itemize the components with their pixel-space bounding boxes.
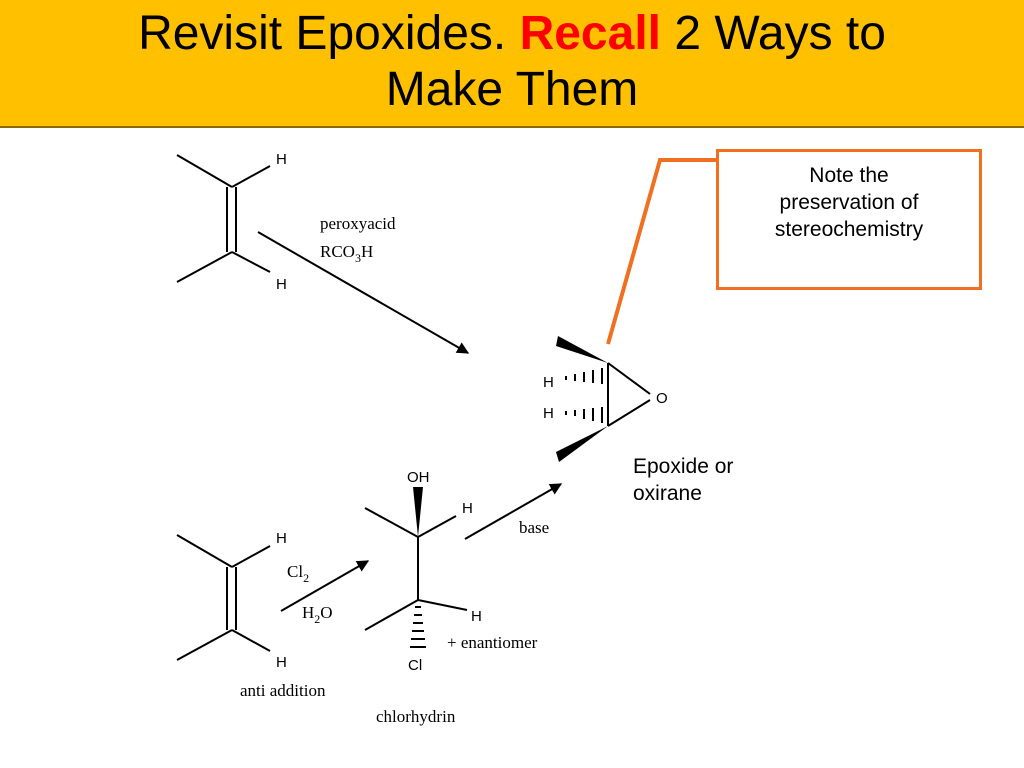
note-line3: stereochemistry [774, 218, 924, 241]
wedge-bond-bottom [556, 426, 608, 462]
alkene-top-h-bottom: H [276, 276, 287, 293]
arrow-cl2-h2o [280, 560, 370, 612]
epoxide-oxygen: O [656, 390, 668, 407]
note-line2: preservation of [779, 191, 919, 214]
chlorohydrin-oh: OH [407, 469, 430, 486]
chlorohydrin-h-top: H [462, 500, 473, 517]
reagent-base: base [519, 518, 549, 537]
epoxide-h-top: H [543, 374, 554, 391]
epoxide-label-line2: oxirane [633, 482, 702, 505]
chlorohydrin-structure [364, 487, 468, 648]
chlorohydrin-h-bottom: H [471, 608, 482, 625]
alkene-bottom-h-bottom: H [276, 654, 287, 671]
reagent-h2o: H2O [302, 603, 333, 626]
reagent-rco3h: RCO3H [320, 242, 373, 265]
note-callout-box: Note the preservation of stereochemistry [716, 149, 982, 290]
chlorohydrin-cl: Cl [408, 657, 422, 674]
label-enantiomer: + enantiomer [447, 633, 538, 652]
slide-title: Revisit Epoxides. Recall 2 Ways to Make … [0, 6, 1024, 118]
epoxide-label-line1: Epoxide or [633, 455, 734, 478]
caption-anti-addition: anti addition [240, 681, 326, 700]
arrow-peroxyacid [257, 231, 470, 354]
hash-bond-top [565, 368, 603, 384]
title-line2: Make Them [385, 63, 639, 116]
alkene-top-h-top: H [276, 151, 287, 168]
title-part2: 2 Ways to [660, 7, 886, 60]
wedge-bond-top [556, 336, 608, 363]
callout-leader-line [606, 158, 716, 345]
title-bar: Revisit Epoxides. Recall 2 Ways to Make … [0, 0, 1024, 128]
title-accent: Recall [519, 7, 661, 60]
alkene-bottom [176, 534, 271, 661]
epoxide-h-bottom: H [543, 405, 554, 422]
arrow-base [464, 483, 563, 540]
note-line1: Note the [809, 164, 889, 187]
note-text: Note the preservation of stereochemistry [719, 162, 979, 243]
epoxide-structure [556, 336, 651, 462]
title-part1: Revisit Epoxides. [138, 7, 520, 60]
alkene-top [176, 154, 271, 283]
wedge-bond-oh [413, 487, 423, 537]
caption-chlorhydrin: chlorhydrin [376, 707, 456, 726]
reagent-cl2: Cl2 [287, 562, 309, 585]
hash-bond-cl [410, 606, 426, 648]
epoxide-label: Epoxide or oxirane [633, 453, 733, 507]
reagent-peroxyacid: peroxyacid [320, 214, 396, 233]
hash-bond-bottom [565, 407, 603, 423]
alkene-bottom-h-top: H [276, 530, 287, 547]
